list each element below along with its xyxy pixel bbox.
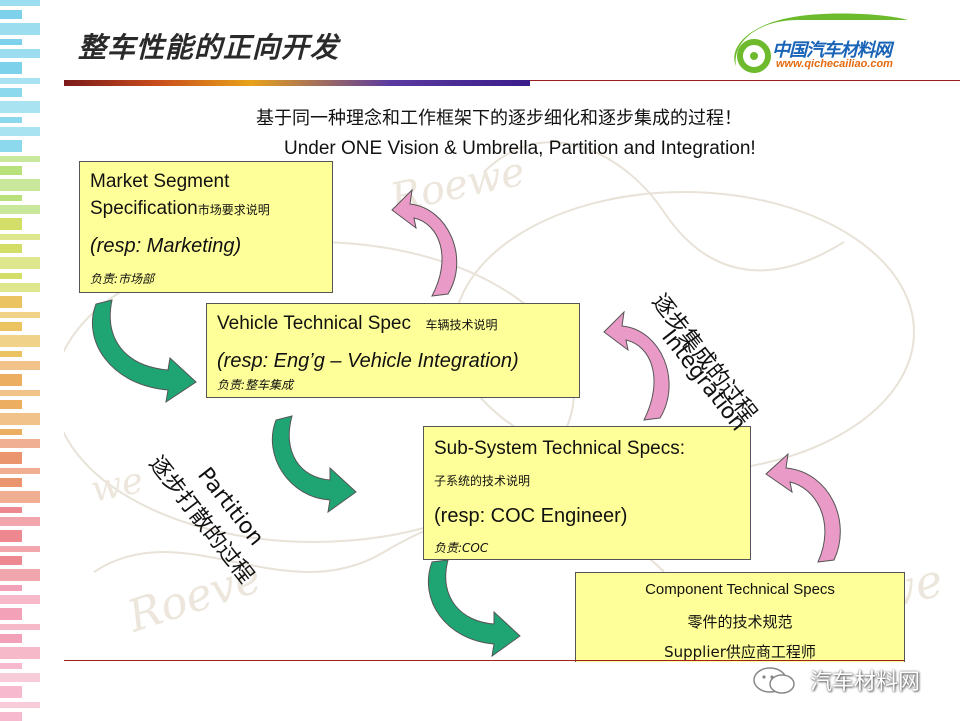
component-spec-box: Component Technical Specs 零件的技术规范 Suppli… <box>575 572 905 662</box>
vehicle-resp-cn: 负责:整车集成 <box>217 378 294 392</box>
header-accent-bar <box>64 80 530 86</box>
stripe <box>0 673 40 682</box>
market-title-line2: Specification <box>90 198 198 219</box>
subtitle-chinese: 基于同一种理念和工作框架下的逐步细化和逐步集成的过程！ <box>256 108 742 129</box>
stripe <box>0 595 40 604</box>
stripe <box>0 647 40 659</box>
stripe <box>0 205 40 214</box>
stripe <box>0 23 40 35</box>
stripe <box>0 257 40 269</box>
subsystem-spec-box: Sub-System Technical Specs: 子系统的技术说明 (re… <box>423 426 751 560</box>
market-title-cn: 市场要求说明 <box>197 203 270 217</box>
stripe <box>0 88 22 97</box>
decorative-stripes <box>0 0 48 721</box>
stripe <box>0 283 40 292</box>
stripe <box>0 608 22 620</box>
stripe <box>0 117 22 123</box>
wechat-account-name: 汽车材料网 <box>810 670 921 695</box>
stripe <box>0 351 22 357</box>
footer-divider <box>64 660 904 661</box>
stripe <box>0 218 22 230</box>
stripe <box>0 195 22 201</box>
stripe <box>0 296 22 308</box>
logo-name: 中国汽车材料网 <box>772 40 892 61</box>
wechat-icon <box>753 667 795 694</box>
stripe <box>0 585 22 591</box>
stripe <box>0 127 40 136</box>
stripe <box>0 374 22 386</box>
stripe <box>0 491 40 503</box>
stripe <box>0 10 22 19</box>
stripe <box>0 530 22 542</box>
subsystem-resp-cn: 负责:COC <box>434 541 489 555</box>
stripe <box>0 478 22 487</box>
stripe <box>0 390 40 396</box>
stripe <box>0 244 22 253</box>
subsystem-resp: (resp: COC Engineer) <box>434 505 628 527</box>
stripe <box>0 322 22 331</box>
stripe <box>0 335 40 347</box>
stripe <box>0 361 40 370</box>
stripe <box>0 634 22 643</box>
integration-arrow-1 <box>391 188 458 297</box>
component-supplier: Supplier供应商工程师 <box>664 643 816 661</box>
market-resp-cn: 负责:市场部 <box>90 272 155 286</box>
component-title-cn: 零件的技术规范 <box>687 613 793 631</box>
logo-url: www.qichecailiao.com <box>776 58 893 70</box>
vehicle-title-cn: 车辆技术说明 <box>425 318 498 332</box>
stripe <box>0 49 40 58</box>
subsystem-title: Sub-System Technical Specs: <box>434 438 685 459</box>
partition-arrow-2 <box>271 415 357 514</box>
market-title-line1: Market Segment <box>90 171 230 192</box>
stripe <box>0 507 22 513</box>
stripe <box>0 569 40 581</box>
stripe <box>0 413 40 425</box>
stripe <box>0 452 22 464</box>
stripe <box>0 439 40 448</box>
stripe <box>0 312 40 318</box>
stripe <box>0 78 40 84</box>
integration-arrow-3 <box>765 452 841 563</box>
partition-arrow-1 <box>91 299 197 404</box>
stripe <box>0 179 40 191</box>
stripe <box>0 39 22 45</box>
stripe <box>0 546 40 552</box>
partition-arrow-3 <box>427 559 521 658</box>
vehicle-title: Vehicle Technical Spec <box>217 313 411 334</box>
slide-title: 整车性能的正向开发 <box>78 31 340 64</box>
integration-arrow-2 <box>603 310 670 421</box>
market-segment-box: Market Segment Specification市场要求说明 (resp… <box>79 161 333 293</box>
stripe <box>0 140 22 152</box>
stripe <box>0 400 22 409</box>
stripe <box>0 624 40 630</box>
stripe <box>0 101 40 113</box>
stripe <box>0 156 40 162</box>
stripe <box>0 273 22 279</box>
stripe <box>0 712 22 721</box>
stripe <box>0 429 22 435</box>
market-resp: (resp: Marketing) <box>90 235 242 257</box>
subsystem-title-cn: 子系统的技术说明 <box>434 474 531 488</box>
stripe <box>0 663 22 669</box>
subtitle-english: Under ONE Vision & Umbrella, Partition a… <box>284 138 756 159</box>
stripe <box>0 166 22 175</box>
stripe <box>0 517 40 526</box>
stripe <box>0 0 40 6</box>
component-title: Component Technical Specs <box>645 581 835 598</box>
stripe <box>0 234 40 240</box>
stripe <box>0 62 22 74</box>
stripe <box>0 556 22 565</box>
logo-graphic <box>734 13 908 73</box>
vehicle-spec-box: Vehicle Technical Spec 车辆技术说明 (resp: Eng… <box>206 303 580 398</box>
stripe <box>0 468 40 474</box>
stripe <box>0 702 40 708</box>
stripe <box>0 686 22 698</box>
vehicle-resp: (resp: Eng’g – Vehicle Integration) <box>217 350 519 372</box>
